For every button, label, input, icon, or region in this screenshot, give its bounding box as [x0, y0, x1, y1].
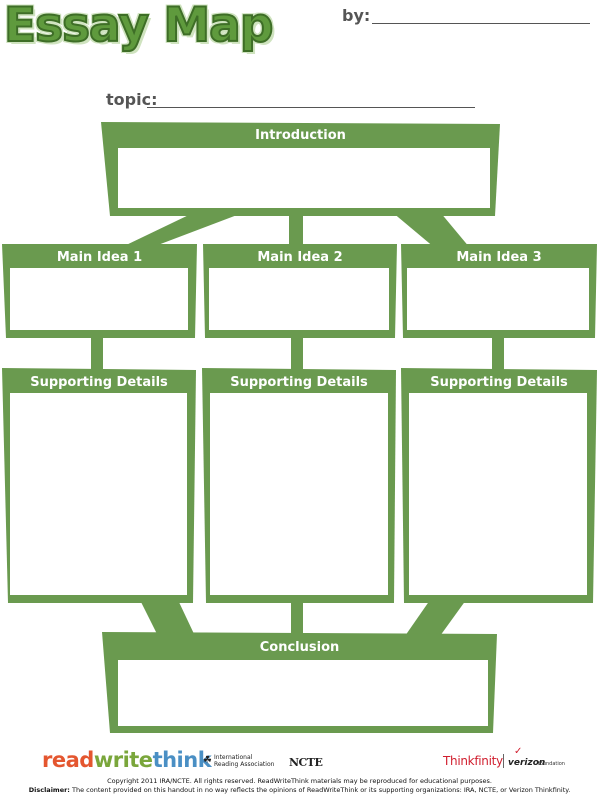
connector-main2-details — [291, 336, 303, 372]
verizon-foundation-label: foundation — [538, 761, 565, 767]
introduction-write-area[interactable] — [118, 148, 490, 208]
connector-details2-conclusion — [291, 600, 303, 636]
ncte-logo: NCTE — [289, 756, 323, 769]
main-idea-3-write-area[interactable] — [407, 268, 589, 330]
connector-main1-details — [91, 336, 103, 372]
readwritethink-logo: readwritethink — [42, 748, 212, 772]
conclusion-write-area[interactable] — [118, 660, 488, 726]
by-field[interactable] — [372, 23, 590, 24]
topic-label: topic: — [106, 90, 158, 109]
details-3-label: Supporting Details — [430, 375, 568, 390]
verizon-check-icon: ✓ — [514, 746, 523, 757]
connector-intro-main3 — [392, 212, 470, 248]
details-3-write-area[interactable] — [409, 393, 587, 595]
by-label: by: — [342, 6, 371, 25]
connector-intro-main2 — [289, 212, 303, 248]
verizon-logo: verizon — [508, 758, 546, 768]
details-1-write-area[interactable] — [10, 393, 187, 595]
connector-intro-main1 — [120, 212, 245, 248]
conclusion-label: Conclusion — [259, 640, 340, 655]
connector-details1-conclusion — [140, 600, 195, 636]
main-idea-1-write-area[interactable] — [10, 268, 188, 330]
thinkfinity-logo: Thinkfinity — [443, 754, 503, 768]
copyright-text: Copyright 2011 IRA/NCTE. All rights rese… — [107, 777, 492, 785]
details-2-write-area[interactable] — [210, 393, 388, 595]
main-idea-2-write-area[interactable] — [209, 268, 389, 330]
logo-divider — [503, 754, 504, 768]
ira-logo-icon: ☘ — [203, 755, 212, 766]
topic-field[interactable] — [147, 107, 475, 108]
details-1-label: Supporting Details — [30, 375, 168, 390]
disclaimer-text: Disclaimer: The content provided on this… — [28, 786, 571, 794]
connector-main3-details — [492, 336, 504, 372]
main-idea-2-label: Main Idea 2 — [257, 250, 343, 265]
main-idea-3-label: Main Idea 3 — [456, 250, 542, 265]
details-2-label: Supporting Details — [230, 375, 368, 390]
connector-details3-conclusion — [405, 600, 466, 636]
main-idea-1-label: Main Idea 1 — [56, 250, 143, 265]
page-title: Essay Map — [3, 0, 274, 53]
introduction-label: Introduction — [255, 128, 346, 143]
